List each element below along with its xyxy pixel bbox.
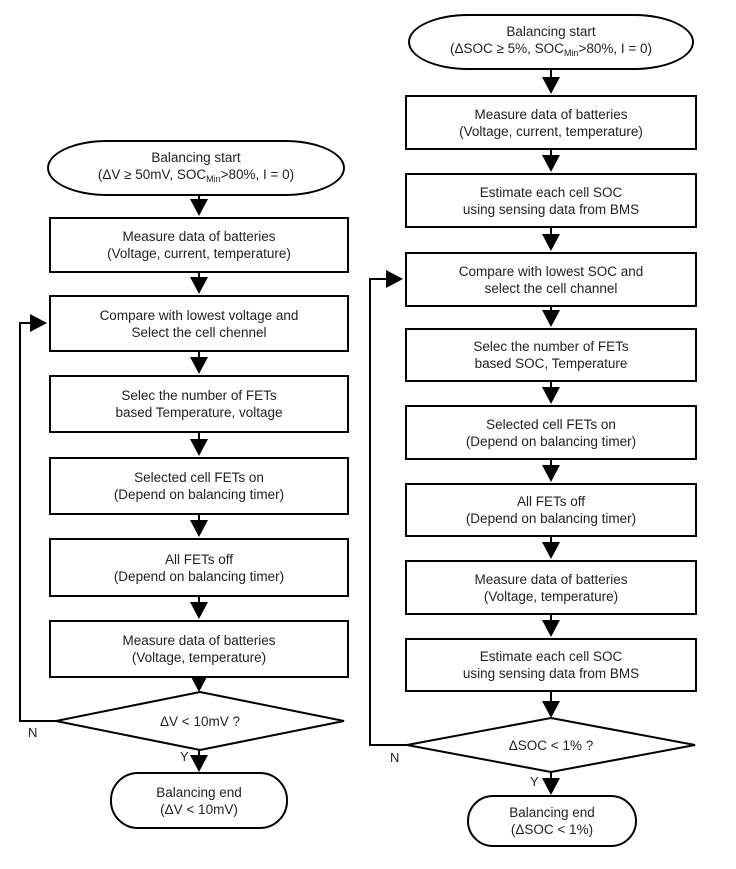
step-line2: (Depend on balancing timer): [465, 511, 637, 526]
left-start-condition-pre: (ΔV ≥ 50mV, SOC: [97, 166, 207, 182]
step-line2: based SOC, Temperature: [474, 356, 628, 371]
right-yes-label: Y: [530, 774, 539, 789]
left-start-condition: (ΔV ≥ 50mV, SOCMin>80%, I = 0): [98, 166, 294, 188]
left-end-terminal: Balancing end (ΔV < 10mV): [110, 772, 288, 829]
step-line1: Compare with lowest voltage and: [99, 307, 299, 323]
step-line2: (Depend on balancing timer): [113, 487, 285, 502]
step-line1: Measure data of batteries: [474, 571, 628, 587]
right-fets-on-box: Selected cell FETs on (Depend on balanci…: [405, 405, 697, 460]
step-line2: (Voltage, temperature): [483, 588, 619, 604]
left-start-terminal: Balancing start (ΔV ≥ 50mV, SOCMin>80%, …: [47, 140, 345, 196]
right-no-label: N: [390, 750, 400, 765]
right-measure-voltage-temp-box: Measure data of batteries (Voltage, temp…: [405, 560, 697, 615]
right-compare-soc-box: Compare with lowest SOC and select the c…: [405, 252, 697, 307]
left-start-title: Balancing start: [151, 149, 241, 165]
right-loop-arrow: [369, 270, 407, 746]
left-no-label: N: [28, 725, 38, 740]
step-line2: (Voltage, current, temperature): [459, 123, 643, 139]
step-line2: (Voltage, temperature): [131, 650, 267, 665]
left-decision-text: ΔV < 10mV ?: [160, 713, 240, 729]
right-start-condition: (ΔSOC ≥ 5%, SOCMin>80%, I = 0): [450, 40, 652, 62]
end-line2: (ΔV < 10mV): [160, 801, 238, 817]
right-select-fets-box: Selec the number of FETs based SOC, Temp…: [405, 328, 697, 382]
step-line1: Compare with lowest SOC and: [458, 263, 644, 279]
step-line2: (Depend on balancing timer): [465, 433, 637, 449]
left-start-condition-post: >80%, I = 0): [220, 166, 295, 182]
end-line1: Balancing end: [156, 784, 242, 800]
step-line2: (Depend on balancing timer): [113, 568, 285, 584]
left-compare-voltage-box: Compare with lowest voltage and Select t…: [49, 295, 349, 352]
step-line1: Measure data of batteries: [122, 229, 276, 244]
step-line1: Selected cell FETs on: [486, 416, 616, 432]
step-line1: Selec the number of FETs: [121, 388, 277, 403]
right-decision-text: ΔSOC < 1% ?: [508, 737, 594, 753]
right-start-condition-subscript: Min: [563, 47, 579, 58]
left-fets-on-box: Selected cell FETs on (Depend on balanci…: [49, 457, 349, 515]
right-fets-off-box: All FETs off (Depend on balancing timer): [405, 483, 697, 537]
right-estimate-soc-again-box: Estimate each cell SOC using sensing dat…: [405, 638, 697, 692]
left-fets-off-box: All FETs off (Depend on balancing timer): [49, 538, 349, 597]
step-line2: using sensing data from BMS: [462, 201, 640, 217]
left-yes-label: Y: [180, 749, 189, 764]
step-line1: Measure data of batteries: [474, 106, 628, 122]
left-measure-batteries-box: Measure data of batteries (Voltage, curr…: [49, 217, 349, 273]
right-start-condition-pre: (ΔSOC ≥ 5%, SOC: [449, 40, 564, 56]
left-measure-voltage-temp-box: Measure data of batteries (Voltage, temp…: [49, 620, 349, 678]
right-start-title: Balancing start: [506, 23, 596, 39]
step-line1: Estimate each cell SOC: [479, 184, 623, 200]
step-line2: (Voltage, current, temperature): [107, 246, 291, 261]
left-loop-arrow: [19, 314, 57, 722]
step-line1: Estimate each cell SOC: [479, 649, 623, 664]
right-decision-diamond-shape: [406, 716, 696, 774]
right-end-terminal: Balancing end (ΔSOC < 1%): [467, 795, 637, 847]
end-line2: (ΔSOC < 1%): [510, 822, 594, 837]
right-estimate-soc-box: Estimate each cell SOC using sensing dat…: [405, 173, 697, 228]
step-line1: All FETs off: [516, 494, 586, 509]
right-measure-batteries-box: Measure data of batteries (Voltage, curr…: [405, 95, 697, 150]
step-line1: All FETs off: [164, 551, 234, 567]
right-start-condition-post: >80%, I = 0): [578, 40, 652, 56]
left-decision-diamond-shape: [55, 690, 345, 752]
left-start-condition-subscript: Min: [206, 173, 221, 184]
step-line1: Selected cell FETs on: [134, 470, 264, 485]
step-line2: Select the cell chennel: [131, 324, 267, 340]
step-line1: Measure data of batteries: [122, 633, 276, 648]
right-start-terminal: Balancing start (ΔSOC ≥ 5%, SOCMin>80%, …: [408, 14, 694, 70]
end-line1: Balancing end: [509, 805, 595, 820]
step-line2: using sensing data from BMS: [462, 666, 640, 681]
left-select-fets-box: Selec the number of FETs based Temperatu…: [49, 375, 349, 433]
step-line2: select the cell channel: [484, 280, 618, 296]
step-line1: Selec the number of FETs: [473, 339, 629, 354]
step-line2: based Temperature, voltage: [115, 405, 283, 420]
